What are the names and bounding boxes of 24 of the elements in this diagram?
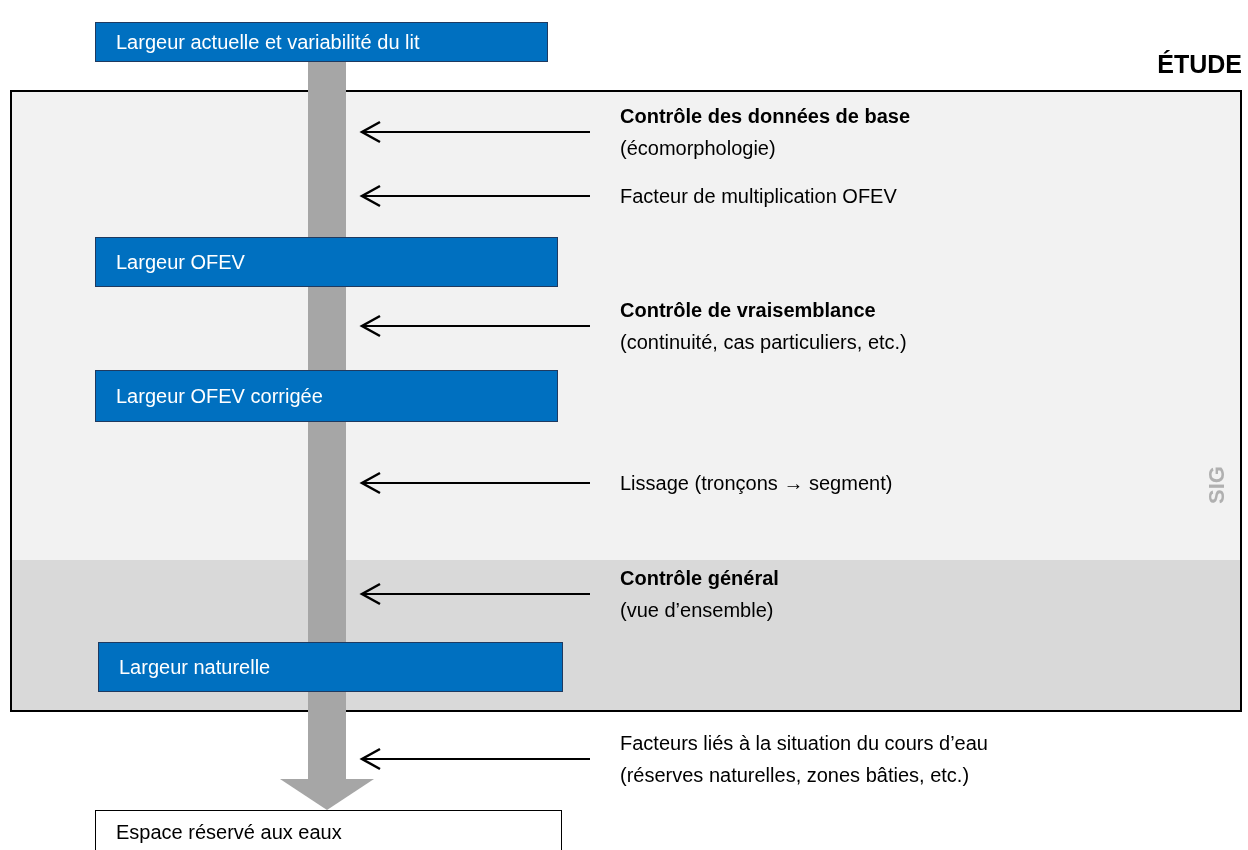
arrow (360, 582, 591, 606)
arrow (360, 471, 591, 495)
step-heading: Contrôle de vraisemblance (620, 298, 877, 323)
process-box: Largeur OFEV corrigée (95, 370, 558, 422)
process-box: Largeur actuelle et variabilité du lit (95, 22, 548, 62)
annotation-text: Facteurs liés à la situation du cours d’eau (620, 731, 989, 756)
section-heading: ÉTUDE (1157, 50, 1242, 79)
vertical-label: SIG (1203, 466, 1230, 504)
annotation-text: (continuité, cas particuliers, etc.) (620, 330, 908, 355)
arrow (360, 184, 591, 208)
process-box: Largeur OFEV (95, 237, 558, 287)
annotation-text: (écomorphologie) (620, 136, 777, 161)
flow-arrow (280, 692, 374, 810)
step-heading: Contrôle général (620, 566, 780, 591)
process-box: Largeur naturelle (98, 642, 563, 692)
annotation-text: Lissage (tronçons → segment) (620, 471, 894, 496)
arrow (360, 747, 591, 771)
annotation-text: (réserves naturelles, zones bâties, etc.) (620, 763, 971, 788)
arrow (360, 314, 591, 338)
step-heading: Contrôle des données de base (620, 104, 912, 129)
result-box: Espace réservé aux eaux (95, 810, 562, 850)
arrow (360, 120, 591, 144)
annotation-text: (vue d’ensemble) (620, 598, 775, 623)
annotation-text: Facteur de multiplication OFEV (620, 184, 898, 209)
